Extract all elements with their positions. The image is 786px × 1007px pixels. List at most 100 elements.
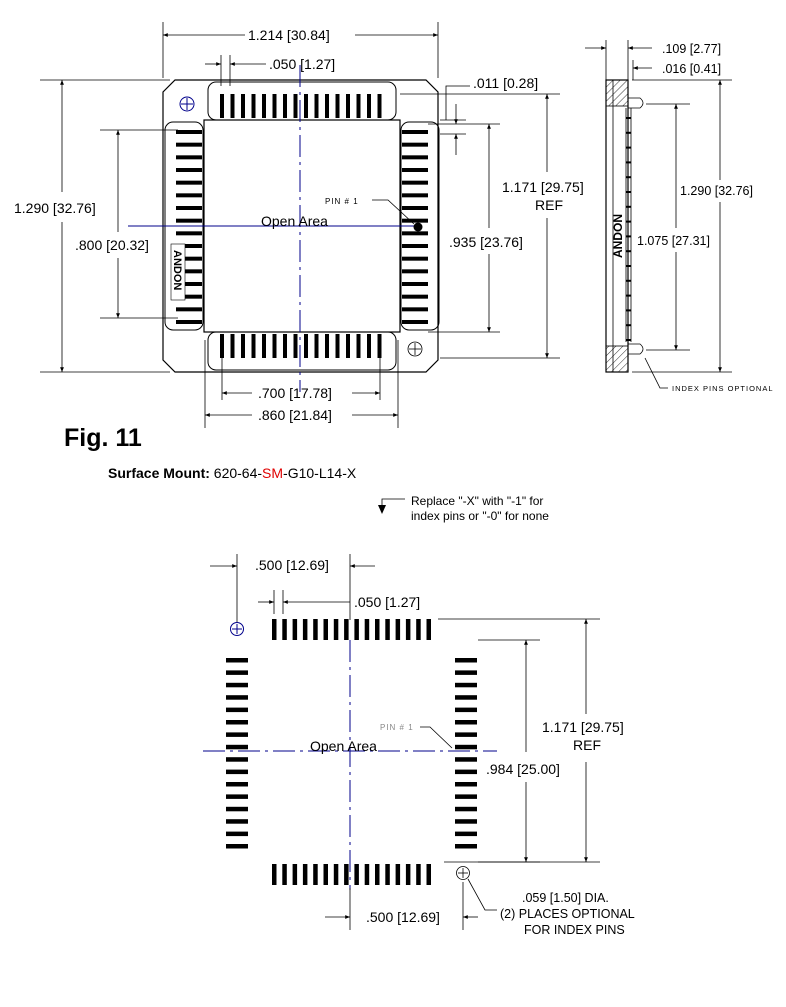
footprint-pad-left (226, 844, 248, 849)
footprint-pad-right (455, 782, 477, 787)
footprint-view: Open Area PIN # 1 .500 [12.69] .050 [1.2… (203, 554, 635, 937)
footprint-pad-bottom (375, 864, 380, 885)
side-view-pins (626, 117, 631, 341)
footprint-pad-right (455, 831, 477, 837)
bottom-lead (304, 334, 308, 358)
footprint-pad-bottom (364, 864, 370, 885)
bottom-lead (367, 334, 371, 358)
footprint-pad-bottom (272, 864, 277, 885)
footprint-pad-top (405, 619, 411, 640)
top-lead (335, 94, 340, 118)
footprint-pad-bottom (282, 864, 287, 885)
footprint-pad-right (455, 695, 477, 700)
right-lead (402, 180, 428, 185)
left-lead (176, 256, 202, 261)
lead-housing-top (207, 81, 397, 121)
hole-note-1: (2) PLACES OPTIONAL (500, 907, 635, 921)
bottom-lead (283, 334, 287, 358)
right-lead (402, 155, 428, 160)
footprint-pad-left (226, 658, 248, 663)
right-lead (402, 193, 428, 198)
top-lead (314, 94, 319, 118)
footprint-pad-left (226, 806, 248, 812)
figure-title: Fig. 11 (64, 424, 142, 452)
bottom-lead (272, 334, 277, 358)
inner-dimension: .800 [20.32] (75, 237, 149, 253)
top-lead (325, 94, 329, 118)
bottom-lead (251, 334, 256, 358)
footprint-pad-left (226, 732, 248, 737)
ref-label: REF (535, 197, 563, 213)
footprint-pad-bottom (323, 864, 328, 885)
index-pin-top (628, 97, 644, 109)
footprint-pad-top (323, 619, 328, 640)
open-area-label: Open Area (261, 213, 328, 229)
footprint-pad-bottom (385, 864, 390, 885)
right-lead (402, 231, 428, 236)
bottom-lead (335, 334, 340, 358)
footprint-pad-right (455, 682, 477, 688)
footprint-pitch: .050 [1.27] (354, 594, 420, 610)
footprint-pad-right (455, 819, 477, 824)
footprint-pad-top (344, 619, 349, 640)
footprint-pad-top (426, 619, 431, 640)
part-caption: Surface Mount: 620-64-SM-G10-L14-X (108, 465, 356, 481)
top-lead (346, 94, 350, 118)
footprint-pad-top (354, 619, 359, 640)
andon-vertical-label: ANDON (171, 250, 183, 290)
footprint-pad-bottom (405, 864, 411, 885)
footprint-ref-label: REF (573, 737, 601, 753)
footprint-pad-span: .984 [25.00] (486, 761, 560, 777)
left-lead (176, 180, 202, 185)
footprint-pad-left (226, 794, 248, 799)
footprint-pad-right (455, 806, 477, 812)
height-dimension: 1.290 [32.76] (14, 200, 96, 216)
left-lead (176, 231, 202, 236)
hole-diameter: .059 [1.50] DIA. (522, 891, 609, 905)
footprint-pad-left (226, 819, 248, 824)
right-lead (402, 130, 428, 134)
footprint-pad-top (375, 619, 380, 640)
right-lead (402, 142, 428, 147)
pin1-label: PIN # 1 (325, 197, 359, 206)
top-lead (377, 94, 382, 118)
bottom-lead (314, 334, 319, 358)
right-lead (402, 244, 428, 248)
right-lead (402, 168, 428, 172)
top-lead (356, 94, 361, 118)
left-lead (176, 244, 202, 248)
top-lead (230, 94, 235, 118)
footprint-pad-top (364, 619, 370, 640)
footprint-pad-bottom (426, 864, 431, 885)
bottom-lead (377, 334, 382, 358)
replace-note-line-1: Replace "-X" with "-1" for (411, 494, 544, 508)
footprint-pad-left (226, 744, 248, 750)
footprint-pad-right (455, 757, 477, 762)
footprint-pads (226, 619, 477, 885)
right-lead (402, 282, 428, 286)
footprint-pad-top (416, 619, 421, 640)
hole-note-2: FOR INDEX PINS (524, 923, 625, 937)
bottom-lead (293, 334, 298, 358)
standoff-dimension: .016 [0.41] (662, 62, 721, 76)
andon-side-label: ANDON (611, 214, 625, 258)
footprint-index-hole (230, 622, 244, 636)
bottom-dimension-1: .700 [17.78] (258, 385, 332, 401)
footprint-pad-bottom (292, 864, 298, 885)
footprint-pad-top (272, 619, 277, 640)
index-pin-marker (407, 341, 423, 357)
footprint-pin1-label: PIN # 1 (380, 723, 414, 732)
right-lead (402, 218, 428, 223)
bottom-dimension-2: .860 [21.84] (258, 407, 332, 423)
footprint-offset-top: .500 [12.69] (255, 557, 329, 573)
footprint-pad-top (395, 619, 401, 640)
footprint-pad-left (226, 831, 248, 837)
ref-dimension: 1.171 [29.75] (502, 179, 584, 195)
bottom-lead (262, 334, 266, 358)
footprint-pad-bottom (302, 864, 308, 885)
part-number-suffix: -G10-L14-X (283, 465, 357, 481)
footprint-pad-left (226, 695, 248, 700)
right-lead (402, 269, 428, 274)
footprint-pad-right (455, 794, 477, 799)
